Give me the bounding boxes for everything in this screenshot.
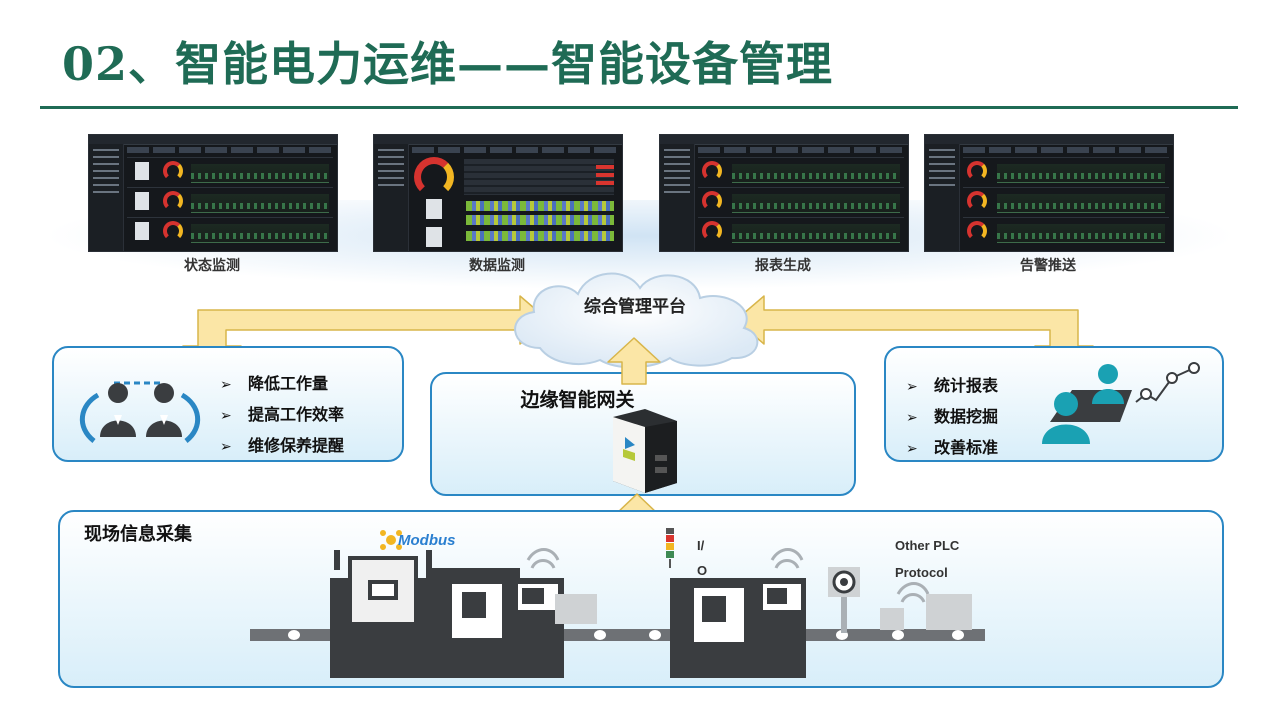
plc-label-1: Other PLC xyxy=(895,538,960,553)
modbus-label: Modbus xyxy=(398,532,456,549)
left-panel xyxy=(52,346,404,462)
bullet-arrow-icon: ➢ xyxy=(220,439,232,455)
screenshot-state-monitoring xyxy=(88,134,338,252)
screenshot-label-report: 报表生成 xyxy=(755,258,811,274)
screenshot-label-data: 数据监测 xyxy=(469,258,525,274)
left-panel-list: ➢降低工作量 ➢提高工作效率 ➢维修保养提醒 xyxy=(220,368,344,461)
product-box xyxy=(555,594,597,624)
wifi-icon xyxy=(896,582,930,603)
sensor-icon xyxy=(828,567,860,633)
gateway-device-icon xyxy=(613,409,677,493)
modbus-logo-icon xyxy=(380,530,402,550)
bullet-arrow-icon: ➢ xyxy=(220,408,232,424)
page-title: 02、智能电力运维——智能设备管理 xyxy=(62,37,834,91)
screenshot-data-monitoring xyxy=(373,134,623,252)
right-panel-list: ➢统计报表 ➢数据挖掘 ➢改善标准 xyxy=(906,370,998,463)
screenshot-label-alarm: 告警推送 xyxy=(1020,258,1076,274)
wifi-icon xyxy=(770,548,804,569)
list-item: ➢降低工作量 xyxy=(220,368,344,399)
signal-tower-icon xyxy=(666,528,674,568)
list-item: ➢维修保养提醒 xyxy=(220,430,344,461)
field-panel xyxy=(58,510,1224,688)
bullet-arrow-icon: ➢ xyxy=(906,379,918,395)
bullet-arrow-icon: ➢ xyxy=(906,441,918,457)
arrow-up-icon xyxy=(607,337,661,385)
list-item: ➢改善标准 xyxy=(906,432,998,463)
title-divider xyxy=(40,106,1238,109)
bullet-arrow-icon: ➢ xyxy=(906,410,918,426)
screenshot-alarm-push xyxy=(924,134,1174,252)
bullet-arrow-icon: ➢ xyxy=(220,377,232,393)
people-exchange-icon xyxy=(79,381,201,443)
gateway-label: 边缘智能网关 xyxy=(520,389,635,411)
meeting-icon xyxy=(1042,364,1132,444)
cnc-machine-icon xyxy=(670,578,806,678)
screenshot-report-generation xyxy=(659,134,909,252)
io-label-1: I/ xyxy=(697,538,705,553)
product-boxes xyxy=(880,594,972,630)
trend-icon xyxy=(1135,362,1200,403)
list-item: ➢提高工作效率 xyxy=(220,399,344,430)
plc-label-2: Protocol xyxy=(895,565,948,580)
list-item: ➢统计报表 xyxy=(906,370,998,401)
wifi-icon xyxy=(526,548,560,569)
io-label-2: O xyxy=(697,563,708,578)
list-item: ➢数据挖掘 xyxy=(906,401,998,432)
cnc-machine-icon xyxy=(330,550,564,678)
screenshot-label-state: 状态监测 xyxy=(184,258,240,274)
field-label: 现场信息采集 xyxy=(84,524,192,545)
platform-label: 综合管理平台 xyxy=(584,297,686,317)
